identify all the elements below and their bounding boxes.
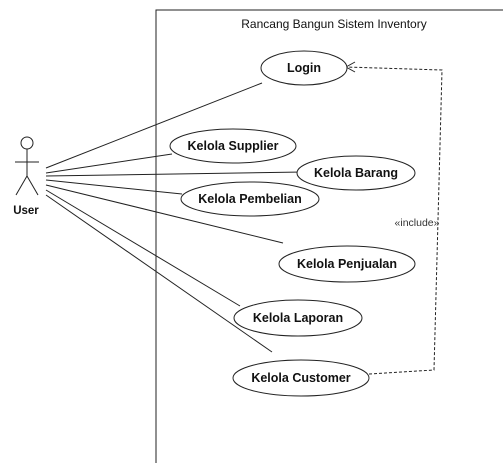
use-case-kelola-barang: Kelola Barang (296, 155, 416, 191)
system-boundary (155, 9, 503, 463)
association-kelola-barang (45, 171, 304, 177)
association-kelola-customer (45, 194, 273, 353)
association-kelola-supplier (45, 153, 173, 174)
use-case-label: Kelola Supplier (188, 139, 279, 153)
use-case-login: Login (260, 50, 348, 86)
use-case-label: Kelola Customer (251, 371, 350, 385)
use-case-label: Kelola Barang (314, 166, 398, 180)
associations (45, 82, 304, 353)
use-case-label: Kelola Pembelian (198, 192, 302, 206)
system-title: Rancang Bangun Sistem Inventory (241, 17, 426, 31)
actor-user-icon (15, 136, 39, 196)
use-case-kelola-pembelian: Kelola Pembelian (180, 181, 320, 217)
association-kelola-pembelian (45, 179, 183, 195)
use-case-label: Kelola Penjualan (297, 257, 397, 271)
use-case-kelola-penjualan: Kelola Penjualan (278, 245, 416, 283)
use-case-kelola-customer: Kelola Customer (232, 359, 370, 397)
use-case-label: Login (287, 61, 321, 75)
use-case-label: Kelola Laporan (253, 311, 343, 325)
use-case-kelola-supplier: Kelola Supplier (169, 128, 297, 164)
include-label: «include» (395, 217, 440, 229)
use-case-kelola-laporan: Kelola Laporan (233, 299, 363, 337)
association-kelola-laporan (45, 189, 241, 307)
actor-label: User (13, 205, 39, 217)
association-kelola-penjualan (45, 184, 284, 244)
association-login (45, 82, 263, 169)
